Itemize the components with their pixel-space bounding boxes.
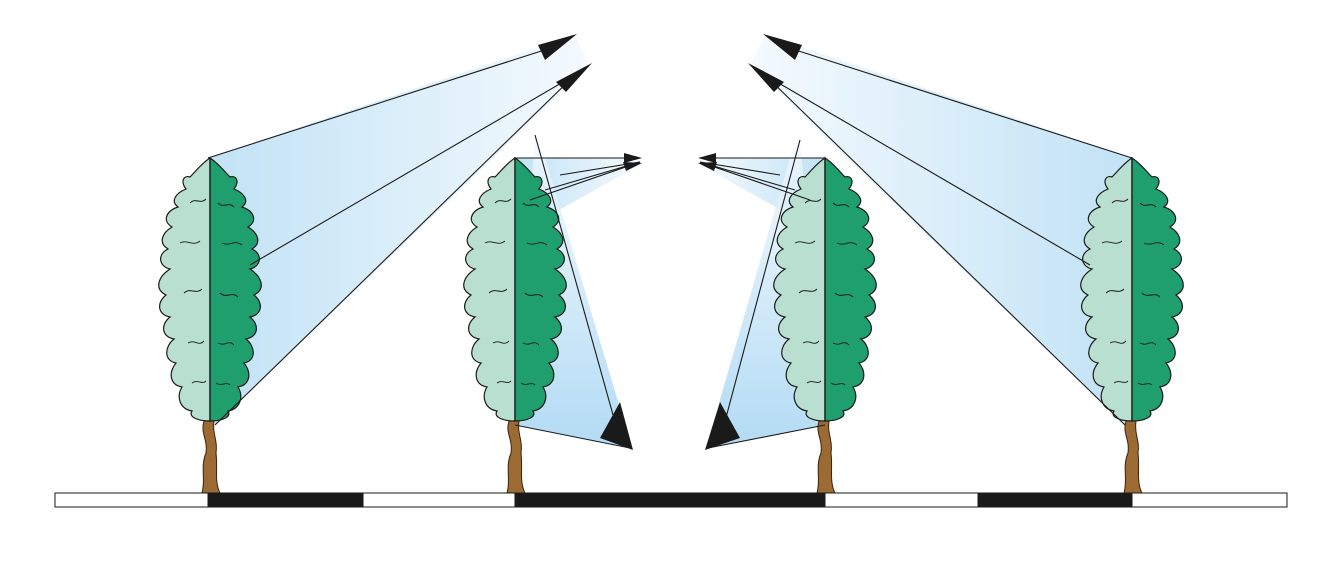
arrowhead-icon — [763, 34, 802, 60]
ground-segment — [54, 492, 209, 508]
arrowhead-icon — [624, 153, 642, 163]
arrowhead-icon — [748, 63, 784, 92]
ground-segment — [362, 492, 516, 508]
light-fans — [208, 35, 1132, 448]
ground-segment — [1131, 492, 1288, 508]
tree-1 — [158, 157, 262, 494]
fan-tree4 — [750, 35, 1132, 425]
arrowhead-icon — [705, 402, 740, 450]
arrowhead-icon — [556, 63, 592, 92]
arrowhead-icon — [698, 153, 716, 163]
ground-segment — [207, 492, 364, 508]
fan-tree1 — [208, 35, 590, 425]
tree-2 — [463, 157, 567, 494]
arrowhead-icon — [600, 402, 633, 450]
tree-3 — [773, 157, 877, 494]
arrowhead-icon — [538, 34, 577, 60]
ground-bar — [54, 492, 1288, 508]
tree-4 — [1080, 157, 1184, 494]
ground-segment — [514, 492, 826, 508]
arrowhead-icon — [698, 162, 717, 171]
arrowheads — [538, 34, 802, 450]
arrowhead-icon — [623, 162, 642, 171]
ground-segment — [824, 492, 979, 508]
ground-segment — [977, 492, 1133, 508]
